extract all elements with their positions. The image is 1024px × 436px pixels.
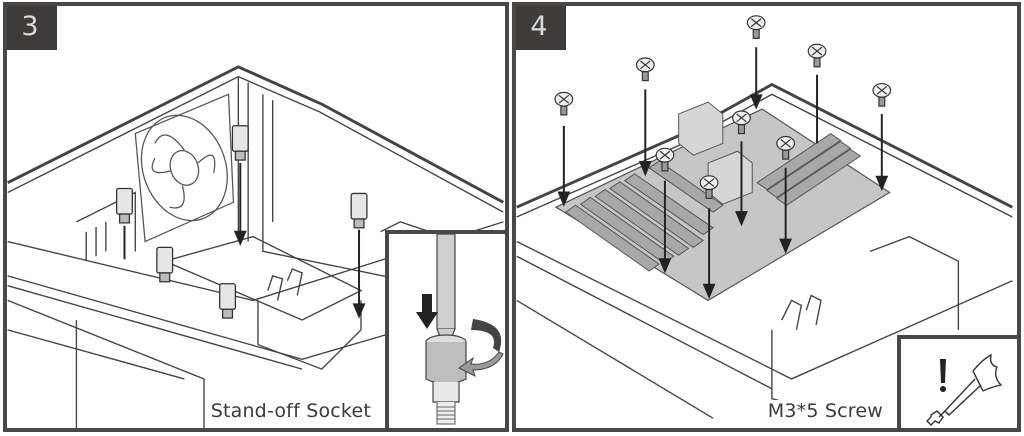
caution-screwdriver-icon (926, 353, 1003, 426)
standoff-tightening-detail-inset (385, 230, 505, 428)
screw-arrows (557, 47, 889, 300)
case-fan (134, 93, 235, 243)
step-number-badge: 4 (516, 6, 566, 50)
motherboard (554, 101, 891, 302)
case-standoff-illustration (7, 65, 505, 428)
m3-screws (554, 15, 892, 199)
step-4-panel: 4 (512, 2, 1021, 432)
step-number-badge: 3 (7, 6, 57, 50)
standoffs (116, 125, 368, 319)
step-3-caption: Stand-off Socket (208, 400, 373, 422)
step-4-caption: M3*5 Screw (765, 400, 885, 422)
insertion-arrows (123, 163, 366, 319)
step-3-panel: 3 (3, 2, 509, 432)
screwdriver-tightening-standoff-icon (416, 234, 504, 425)
caution-inset (897, 335, 1017, 428)
motherboard-install-illustration (516, 15, 1014, 419)
